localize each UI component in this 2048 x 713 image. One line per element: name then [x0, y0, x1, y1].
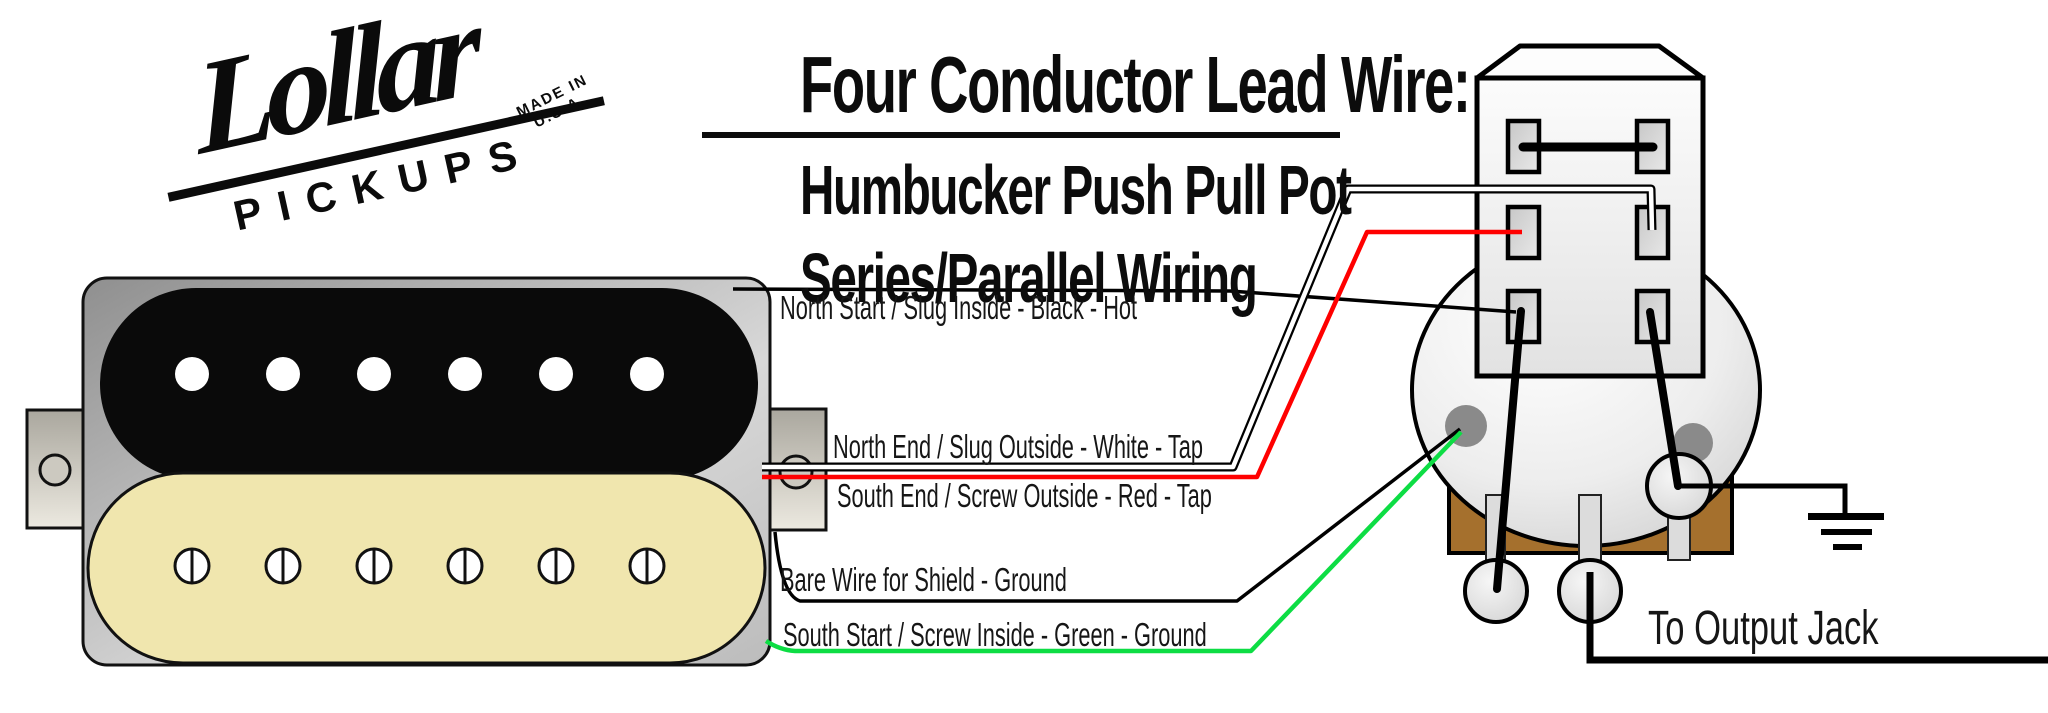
screw-pole [628, 547, 666, 585]
humbucker-pickup [25, 276, 828, 667]
switch-lug-mid-right [1634, 204, 1671, 261]
logo-made-in-usa: MADE IN U.S.A. [513, 71, 591, 132]
black-slug-coil [100, 288, 758, 480]
screw-pole [355, 547, 393, 585]
screw-poles [173, 547, 666, 585]
slug-pole [266, 357, 300, 391]
screw-pole [264, 547, 302, 585]
screw-pole [173, 547, 211, 585]
label-bare-shield-wire: Bare Wire for Shield - Ground [780, 561, 1067, 598]
title-line-1: Four Conductor Lead Wire: [800, 40, 1471, 129]
red-tap-wire [762, 229, 1522, 480]
pot-terminal-tab [1578, 494, 1602, 563]
screw-pole [537, 547, 575, 585]
slug-pole [539, 357, 573, 391]
switch-to-pot-lead-right [1646, 308, 1682, 490]
screw-pole [446, 547, 484, 585]
cream-screw-coil [86, 471, 767, 665]
mounting-ear-left [25, 408, 85, 530]
slug-pole [448, 357, 482, 391]
push-pull-switch [1474, 43, 1706, 379]
ground-symbol [1808, 513, 1884, 550]
output-wire [1586, 572, 2048, 664]
mounting-hole-left [38, 453, 72, 487]
green-ground-wire [764, 430, 1463, 654]
label-output-jack: To Output Jack [1648, 602, 1879, 655]
white-tap-wire [762, 186, 1655, 470]
label-green-ground-wire: South Start / Screw Inside - Green - Gro… [783, 616, 1207, 653]
switch-lug-bottom-left [1505, 288, 1542, 345]
label-red-tap-wire: South End / Screw Outside - Red - Tap [837, 477, 1212, 514]
label-hot-wire: North Start / Slug Inside - Black - Hot [780, 289, 1138, 326]
ground-wire [1679, 483, 1848, 513]
slug-poles [175, 357, 664, 391]
title-underline [702, 132, 1340, 138]
label-white-tap-wire: North End / Slug Outside - White - Tap [833, 428, 1204, 465]
bare-shield-wire [773, 427, 1462, 603]
title-line-3: Series/Parallel Wiring [800, 239, 1258, 317]
slug-pole [175, 357, 209, 391]
black-hot-wire [732, 287, 1517, 314]
title-line-2: Humbucker Push Pull Pot [800, 151, 1352, 229]
slug-pole [357, 357, 391, 391]
mounting-hole-right [778, 454, 814, 490]
title-block: Four Conductor Lead Wire: Humbucker Push… [696, 40, 1471, 318]
switch-top [1474, 43, 1706, 81]
slug-pole [630, 357, 664, 391]
switch-to-pot-lead-left [1493, 307, 1525, 593]
